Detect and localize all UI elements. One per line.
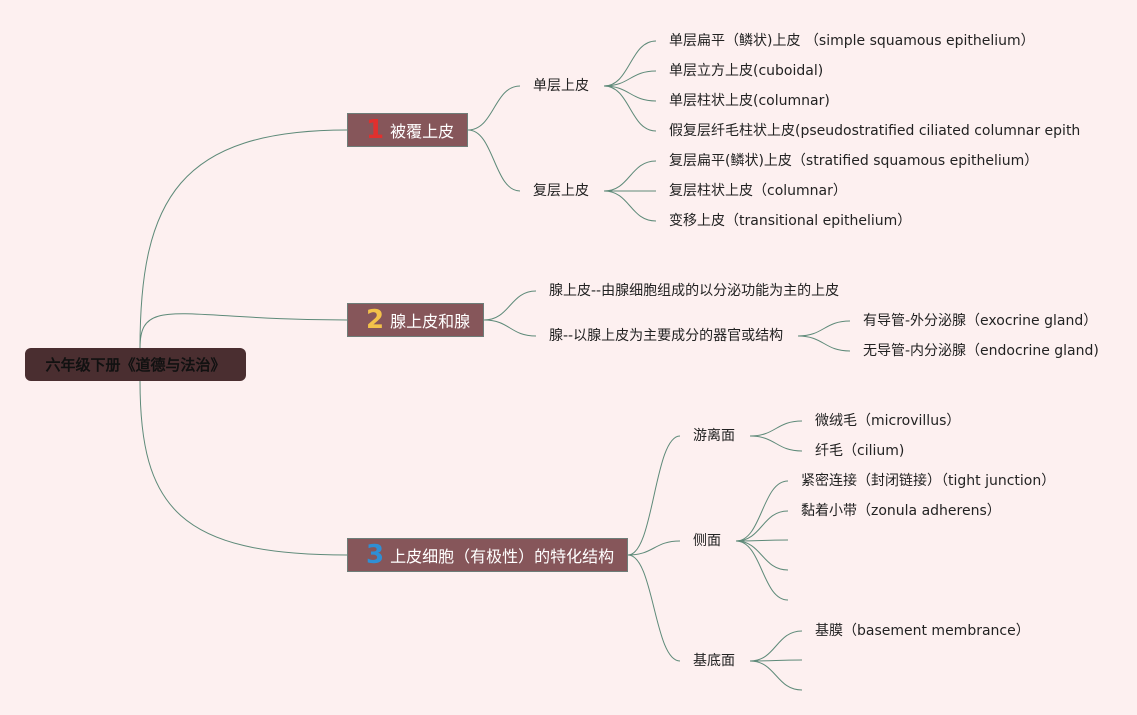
connector-3-c: [627, 554, 681, 662]
connector-2-a: [483, 290, 537, 321]
subtopic-gland-def[interactable]: 腺--以腺上皮为主要成分的器官或结构: [549, 328, 784, 344]
root-label: 六年级下册《道德与法治》: [45, 356, 226, 374]
connector-3-a: [627, 435, 681, 556]
root-node[interactable]: 六年级下册《道德与法治》: [25, 348, 246, 381]
leaf-transitional[interactable]: 变移上皮（transitional epithelium）: [669, 213, 912, 229]
leaf-simple-cuboidal[interactable]: 单层立方上皮(cuboidal): [669, 63, 824, 79]
connector-1b-leaf-0: [603, 160, 657, 192]
connector-3b-leaf-4: [735, 540, 789, 601]
topic-glandular-epithelium[interactable]: 2 腺上皮和腺: [347, 303, 484, 337]
connector-1a-leaf-3: [603, 85, 657, 132]
connector-3c-leaf-1: [749, 659, 803, 662]
leaf-endocrine-gland[interactable]: 无导管-内分泌腺（endocrine gland): [863, 343, 1099, 359]
connector-root-3: [139, 380, 348, 556]
subtopic-lateral-surface[interactable]: 侧面: [693, 533, 721, 549]
leaf-cilium[interactable]: 纤毛（cilium): [815, 443, 905, 459]
connector-3b-leaf-2: [735, 539, 789, 542]
connector-3c-leaf-0: [749, 630, 803, 662]
leaf-stratified-squamous[interactable]: 复层扁平(鳞状)上皮（stratified squamous epitheliu…: [669, 153, 1039, 169]
connector-1-b: [467, 129, 521, 192]
number-3-icon: 3: [366, 540, 385, 570]
topic-specialized-structures[interactable]: 3 上皮细胞（有极性）的特化结构: [347, 538, 628, 572]
topic-label: 被覆上皮: [390, 122, 455, 141]
leaf-exocrine-gland[interactable]: 有导管-外分泌腺（exocrine gland）: [863, 313, 1098, 329]
connector-root-2: [139, 313, 348, 349]
connector-1a-leaf-1: [603, 70, 657, 87]
subtopic-simple-epithelium[interactable]: 单层上皮: [533, 78, 589, 94]
connector-3a-leaf-0: [749, 420, 803, 437]
subtopic-basal-surface[interactable]: 基底面: [693, 653, 735, 669]
topic-covering-epithelium[interactable]: 1 被覆上皮: [347, 113, 468, 147]
subtopic-glandular-epithelium-def[interactable]: 腺上皮--由腺细胞组成的以分泌功能为主的上皮: [549, 283, 840, 299]
leaf-microvillus[interactable]: 微绒毛（microvillus）: [815, 413, 961, 429]
connector-3c-leaf-2: [749, 660, 803, 691]
connector-2-b: [483, 319, 537, 337]
leaf-stratified-columnar[interactable]: 复层柱状上皮（columnar）: [669, 183, 847, 199]
number-2-icon: 2: [366, 305, 385, 335]
leaf-tight-junction[interactable]: 紧密连接（封闭链接）（tight junction）: [801, 473, 1056, 489]
subtopic-free-surface[interactable]: 游离面: [693, 428, 735, 444]
connector-3b-leaf-3: [735, 540, 789, 571]
connector-3a-leaf-1: [749, 435, 803, 452]
connector-3b-leaf-1: [735, 510, 789, 542]
topic-label: 腺上皮和腺: [390, 312, 471, 331]
leaf-pseudostratified[interactable]: 假复层纤毛柱状上皮(pseudostratified ciliated colu…: [669, 123, 1081, 139]
connector-1b-leaf-2: [603, 190, 657, 222]
connector-1a-leaf-0: [603, 40, 657, 87]
leaf-basement-membrane[interactable]: 基膜（basement membrance）: [815, 623, 1030, 639]
connector-1-a: [467, 85, 521, 131]
number-1-icon: 1: [366, 115, 385, 145]
connector-root-1: [139, 129, 348, 349]
connector-1a-leaf-2: [603, 85, 657, 102]
connector-3-b: [627, 540, 681, 556]
connector-3b-leaf-0: [735, 480, 789, 542]
topic-label: 上皮细胞（有极性）的特化结构: [390, 547, 615, 566]
leaf-zonula-adherens[interactable]: 黏着小带（zonula adherens）: [801, 503, 1001, 519]
leaf-simple-columnar[interactable]: 单层柱状上皮(columnar): [669, 93, 830, 109]
subtopic-stratified-epithelium[interactable]: 复层上皮: [533, 183, 589, 199]
connector-2b-leaf-0: [797, 320, 851, 337]
connector-2b-leaf-1: [797, 335, 851, 352]
leaf-simple-squamous[interactable]: 单层扁平（鳞状)上皮 （simple squamous epithelium）: [669, 33, 1035, 49]
